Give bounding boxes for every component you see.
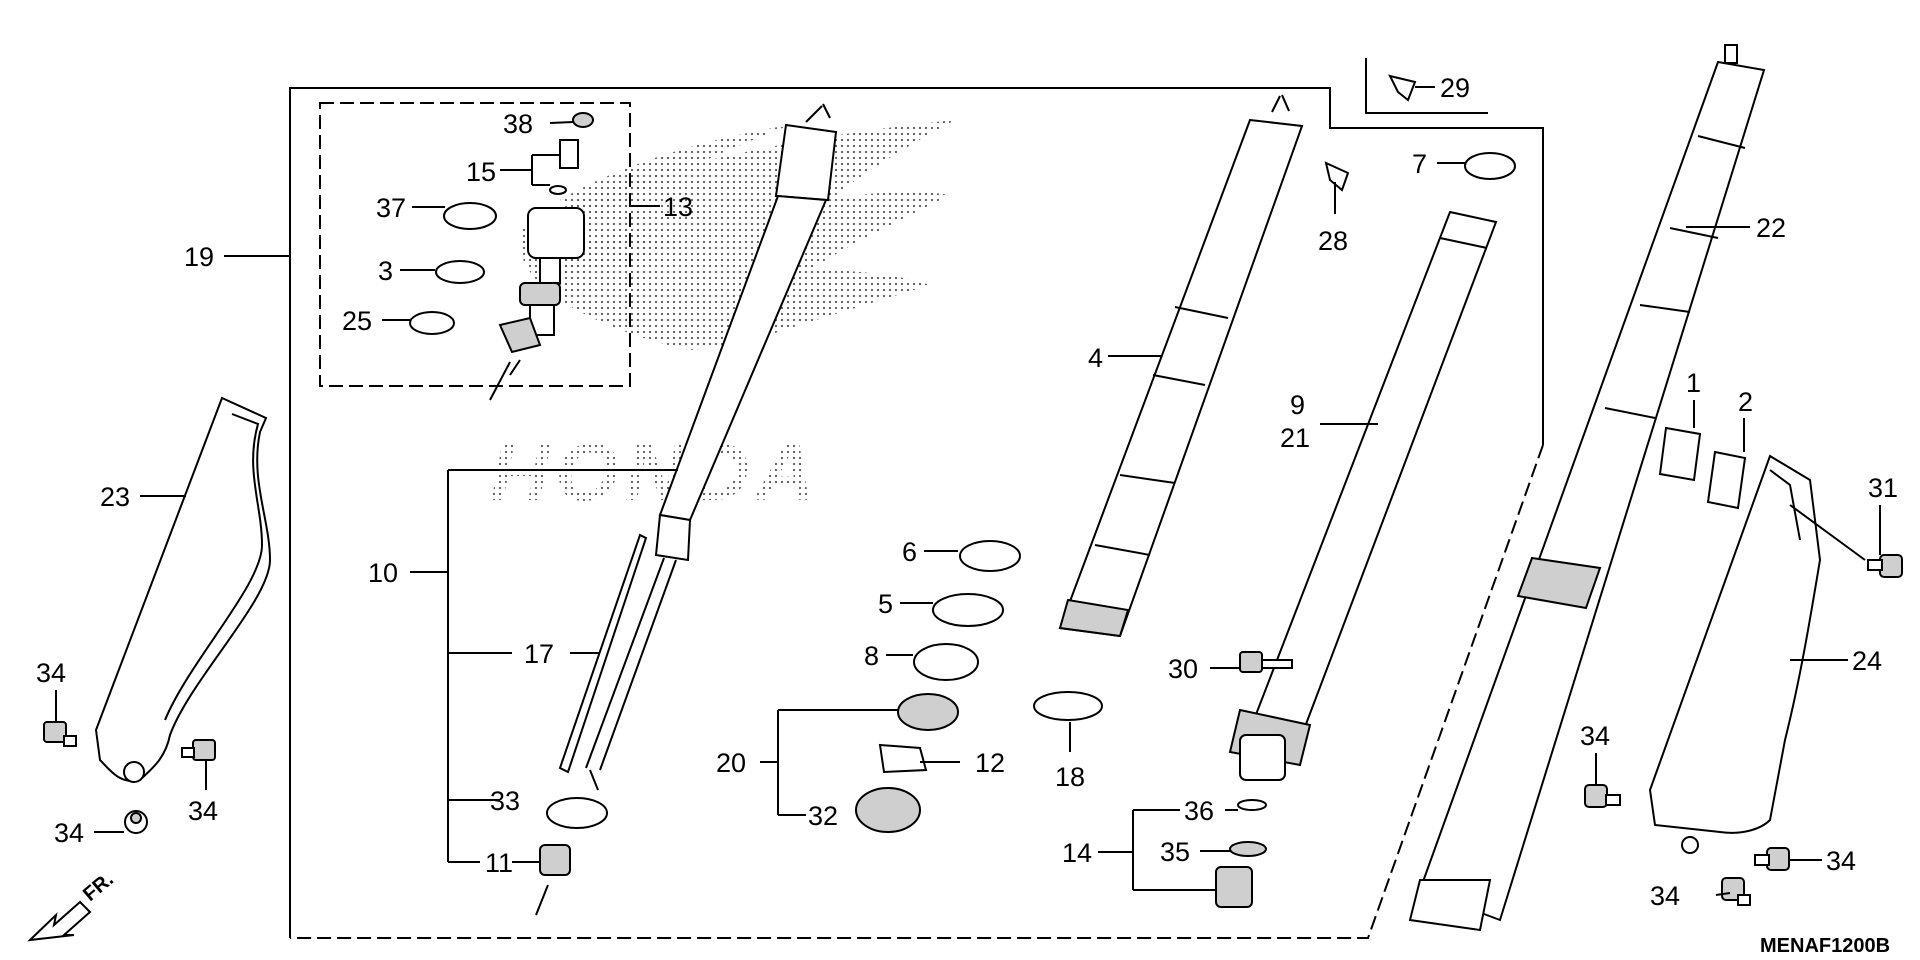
- honda-logo-text: HONDA: [490, 427, 821, 518]
- callout-15: 15: [466, 157, 496, 187]
- clip-18: [1033, 691, 1103, 721]
- callout-32-f: 34: [1650, 881, 1680, 911]
- callout-9: 9: [1290, 390, 1305, 420]
- callout-18: 18: [1055, 762, 1085, 792]
- front-direction-arrow: FR.: [27, 868, 118, 942]
- callout-1: 1: [1686, 368, 1701, 398]
- callout-6: 6: [902, 537, 917, 567]
- bolt-32-left-a: [43, 721, 77, 747]
- callout-32-b: 34: [188, 796, 218, 826]
- callout-32-a: 34: [36, 658, 66, 688]
- callout-labels: 38 15 13 37 3 25 19 23 34 34 34 10 17 33…: [36, 73, 1898, 911]
- plate-2: [1706, 450, 1747, 510]
- sub-assembly-parts: [409, 112, 594, 354]
- left-fork-guard: [94, 396, 272, 783]
- callout-4: 4: [1088, 343, 1103, 373]
- leader-lines: [55, 86, 1881, 896]
- callout-24: 24: [1852, 646, 1882, 676]
- callout-13: 13: [663, 192, 693, 222]
- callout-7: 7: [1412, 149, 1427, 179]
- callout-19: 19: [184, 242, 214, 272]
- callout-5: 5: [878, 589, 893, 619]
- bolt-32-right-b: [1754, 847, 1790, 871]
- callout-35: 36: [1184, 796, 1214, 826]
- honda-watermark-text: HONDA: [490, 427, 821, 518]
- callout-10: 10: [368, 558, 398, 588]
- callout-8: 8: [864, 641, 879, 671]
- front-label: FR.: [79, 868, 118, 906]
- push-rod: [558, 533, 648, 791]
- callout-38: 38: [503, 109, 533, 139]
- ring-7: [1464, 152, 1516, 180]
- callout-12: 12: [975, 748, 1005, 778]
- callout-3: 3: [378, 256, 393, 286]
- callout-17: 17: [524, 639, 554, 669]
- drawing-code: MENAF1200B: [1760, 935, 1890, 957]
- valve-set-11: [1215, 799, 1267, 908]
- honda-wing-watermark: [519, 120, 955, 350]
- damper-rod: [585, 123, 838, 771]
- callout-31: 31: [1868, 473, 1898, 503]
- callout-37: 37: [376, 193, 406, 223]
- callout-28: 28: [1318, 226, 1348, 256]
- bolt-32-right-a: [1584, 784, 1621, 808]
- callout-29: 29: [1440, 73, 1470, 103]
- ring-36: [546, 797, 608, 829]
- callout-25: 25: [342, 306, 372, 336]
- outer-tube: [1058, 118, 1304, 638]
- callout-14: 11: [485, 848, 513, 878]
- callout-30: 30: [1168, 654, 1198, 684]
- bolt-32-left-b: [181, 739, 216, 761]
- callout-32-c: 34: [54, 818, 84, 848]
- callout-2: 2: [1738, 387, 1753, 417]
- bolt-31: [1867, 554, 1903, 578]
- callout-33: 35: [1160, 837, 1190, 867]
- seals-and-bushings: [855, 540, 1021, 833]
- callout-11: 14: [1062, 838, 1092, 868]
- inner-tube: [1228, 210, 1498, 781]
- clip-28: [1324, 161, 1350, 192]
- bolt-32-left-c: [124, 810, 148, 834]
- callout-36: 33: [490, 786, 520, 816]
- bolt-30: [1239, 651, 1293, 673]
- callout-20: 20: [716, 748, 746, 778]
- nut-14: [539, 844, 571, 876]
- fork-assembly-right: [1408, 44, 1766, 932]
- callout-32-e: 34: [1826, 846, 1856, 876]
- right-fork-guard: [1648, 454, 1822, 854]
- callout-32-d: 34: [1580, 721, 1610, 751]
- callout-34: 32: [808, 801, 838, 831]
- assembly-boundaries: [289, 58, 1544, 939]
- callout-23: 23: [100, 482, 130, 512]
- clip-29: [1388, 74, 1417, 102]
- plate-1: [1658, 426, 1702, 482]
- callout-22: 22: [1756, 213, 1786, 243]
- callout-21: 21: [1280, 423, 1310, 453]
- direction-arrows: [489, 94, 1290, 916]
- bolt-32-right-c: [1721, 877, 1751, 906]
